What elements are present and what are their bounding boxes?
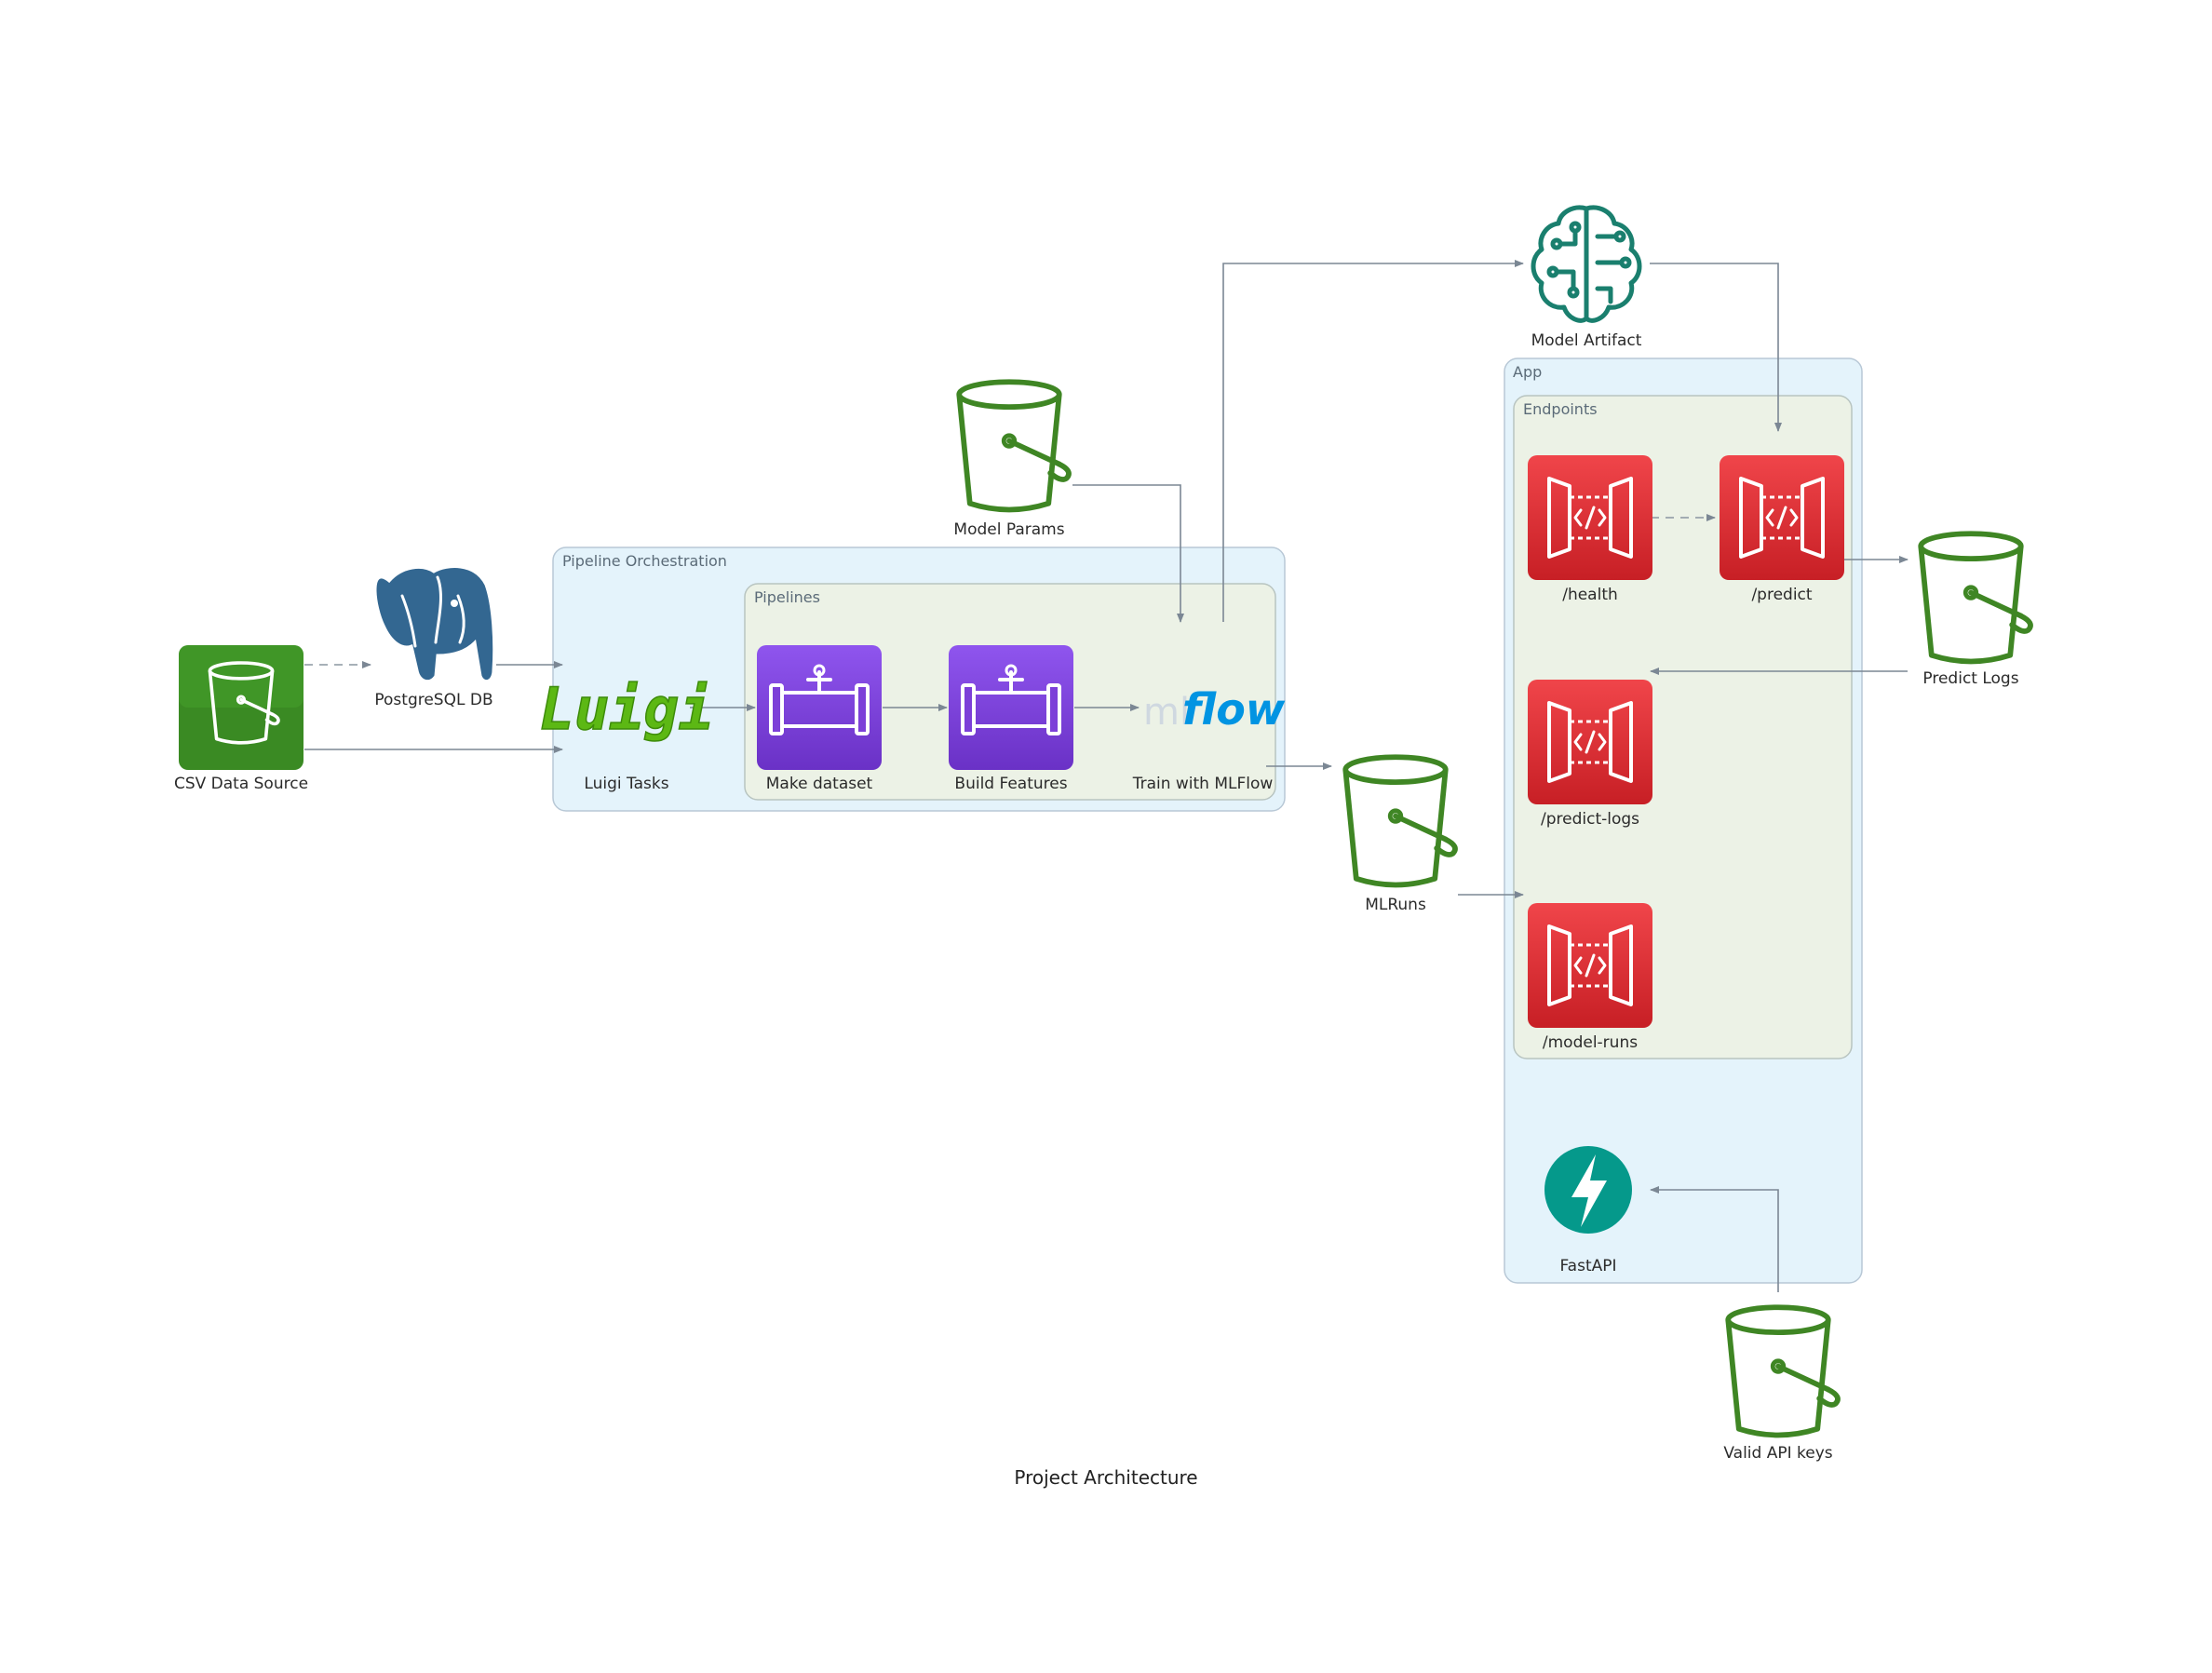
cluster-label-pipeline-orchestration: Pipeline Orchestration xyxy=(562,552,727,570)
mlflow-logo-icon: ml flow xyxy=(1143,684,1286,735)
label-model-artifact: Model Artifact xyxy=(1531,331,1642,350)
node-mlruns[interactable]: MLRuns xyxy=(1345,757,1455,914)
node-model-params[interactable]: Model Params xyxy=(953,382,1069,539)
label-predict-logs: Predict Logs xyxy=(1922,669,2018,688)
cluster-label-app: App xyxy=(1513,363,1542,381)
fastapi-bolt-icon xyxy=(1544,1146,1632,1234)
label-train-with-mlflow: Train with MLFlow xyxy=(1132,775,1274,793)
luigi-logo-icon: Luigi xyxy=(539,674,714,744)
node-valid-api-keys[interactable]: Valid API keys xyxy=(1723,1307,1838,1463)
edges xyxy=(304,260,1909,1292)
mlflow-logo-ml: ml xyxy=(1143,691,1190,734)
api-gateway-icon xyxy=(1526,453,1654,582)
api-gateway-icon xyxy=(1718,453,1846,582)
node-luigi-tasks[interactable]: Luigi Luigi Tasks xyxy=(539,674,714,793)
bucket-icon xyxy=(959,382,1069,509)
bucket-icon xyxy=(1345,757,1455,884)
api-gateway-icon xyxy=(1526,678,1654,806)
postgresql-elephant-icon xyxy=(373,565,496,683)
node-health-endpoint[interactable]: /health xyxy=(1526,453,1654,604)
edge-model-artifact-to-predict xyxy=(1650,263,1782,432)
node-predict-logs[interactable]: Predict Logs xyxy=(1921,533,2030,688)
node-model-artifact[interactable]: Model Artifact xyxy=(1531,205,1642,350)
node-make-dataset[interactable]: Make dataset xyxy=(755,643,883,793)
bucket-icon xyxy=(1921,533,2030,661)
label-build-features: Build Features xyxy=(954,775,1067,793)
diagram-caption: Project Architecture xyxy=(1014,1466,1197,1489)
edge-valid-keys-to-fastapi xyxy=(1650,1186,1779,1292)
label-predict: /predict xyxy=(1751,586,1812,604)
luigi-logo-text: Luigi xyxy=(540,675,714,743)
pipeline-icon xyxy=(947,643,1075,772)
sagemaker-brain-icon xyxy=(1531,205,1642,323)
label-model-runs: /model-runs xyxy=(1543,1033,1638,1052)
node-csv-data-source[interactable]: CSV Data Source xyxy=(174,645,308,793)
pipeline-icon xyxy=(755,643,883,772)
label-valid-api-keys: Valid API keys xyxy=(1723,1444,1832,1463)
node-model-runs-endpoint[interactable]: /model-runs xyxy=(1526,901,1654,1052)
node-predict-logs-endpoint[interactable]: /predict-logs xyxy=(1526,678,1654,829)
node-predict-endpoint[interactable]: /predict xyxy=(1718,453,1846,604)
label-model-params: Model Params xyxy=(953,520,1064,539)
label-fastapi: FastAPI xyxy=(1559,1257,1616,1275)
bucket-icon xyxy=(1728,1307,1838,1435)
label-postgresql-db: PostgreSQL DB xyxy=(374,691,492,709)
label-make-dataset: Make dataset xyxy=(766,775,873,793)
cluster-label-endpoints: Endpoints xyxy=(1523,400,1598,418)
cluster-label-pipelines: Pipelines xyxy=(754,588,820,606)
label-csv-data-source: CSV Data Source xyxy=(174,775,308,793)
node-build-features[interactable]: Build Features xyxy=(947,643,1075,793)
label-mlruns: MLRuns xyxy=(1365,896,1426,914)
node-postgresql-db[interactable]: PostgreSQL DB xyxy=(373,565,496,709)
api-gateway-icon xyxy=(1526,901,1654,1030)
edge-mlflow-to-model-artifact xyxy=(1222,260,1524,622)
node-fastapi[interactable]: FastAPI xyxy=(1544,1146,1632,1275)
label-health: /health xyxy=(1562,586,1618,604)
label-luigi-tasks: Luigi Tasks xyxy=(584,775,668,793)
label-predict-logs-endpoint: /predict-logs xyxy=(1541,810,1639,829)
node-train-with-mlflow[interactable]: ml flow Train with MLFlow xyxy=(1132,684,1286,793)
mlflow-logo-flow: flow xyxy=(1182,684,1286,735)
edge-model-params-to-mlflow xyxy=(1072,484,1184,623)
s3-bucket-tile-icon xyxy=(179,645,303,770)
